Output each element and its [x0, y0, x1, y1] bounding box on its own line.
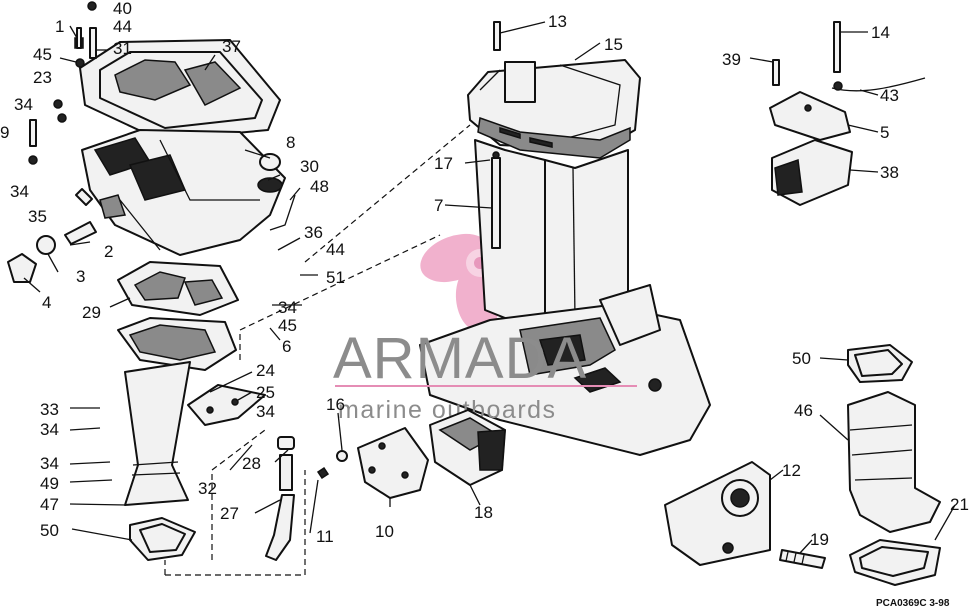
screw-19 — [779, 549, 826, 569]
callout-47: 47 — [40, 495, 59, 514]
callout-43: 43 — [880, 86, 899, 105]
callout-18: 18 — [474, 503, 493, 522]
watermark-rule — [335, 385, 637, 387]
callout-2: 2 — [104, 242, 113, 261]
callout-14: 14 — [871, 23, 890, 42]
callout-34: 34 — [278, 298, 297, 317]
anti-ventilation-plate-12 — [664, 461, 771, 566]
callout-27: 27 — [220, 504, 239, 523]
callout-11: 11 — [316, 527, 334, 546]
callout-1: 1 — [55, 17, 64, 36]
callout-45: 45 — [33, 45, 52, 64]
callout-17: 17 — [434, 154, 453, 173]
callout-25: 25 — [256, 383, 275, 402]
upper-right-parts — [769, 21, 926, 206]
callout-37: 37 — [222, 37, 241, 56]
callout-34: 34 — [40, 454, 59, 473]
callout-19: 19 — [810, 530, 829, 549]
exhaust-seal-18 — [429, 409, 506, 486]
callout-40: 40 — [113, 0, 132, 18]
callout-28: 28 — [242, 454, 261, 473]
cover-plate-10 — [357, 427, 429, 499]
callout-50: 50 — [792, 349, 811, 368]
water-hose-27 — [265, 436, 330, 561]
callout-30: 30 — [300, 157, 319, 176]
callout-10: 10 — [375, 522, 394, 541]
drawing-code: PCA0369C 3-98 — [876, 598, 950, 609]
bracket-25 — [187, 384, 266, 426]
top-gasket-plate — [79, 39, 281, 141]
callout-44: 44 — [113, 17, 132, 36]
left-hardware — [7, 1, 296, 283]
washer-16 — [336, 450, 348, 462]
plate-29 — [117, 261, 239, 316]
watermark-brand: ARMADA — [333, 326, 587, 391]
exhaust-tube — [117, 317, 237, 561]
callout-45: 45 — [278, 316, 297, 335]
callout-8: 8 — [286, 133, 295, 152]
callout-33: 34 — [40, 420, 59, 439]
callout-38: 38 — [880, 163, 899, 182]
callout-50: 50 — [40, 521, 59, 540]
exhaust-adapter — [81, 129, 286, 256]
callout-49: 49 — [40, 474, 59, 493]
callout-51: 51 — [326, 268, 345, 287]
callout-31: 31 — [113, 39, 132, 58]
callout-34: 34 — [14, 95, 33, 114]
callout-46: 46 — [794, 401, 813, 420]
callout-36: 36 — [304, 223, 323, 242]
callout-13: 13 — [548, 12, 567, 31]
callout-3: 3 — [76, 267, 85, 286]
callout-5: 5 — [880, 123, 889, 142]
callout-labels: 40 1 44 45 31 37 23 34 9 34 35 8 30 48 2… — [0, 0, 969, 549]
callout-6: 6 — [282, 337, 291, 356]
exhaust-pipe-46 — [847, 344, 941, 586]
callout-48: 48 — [310, 177, 329, 196]
callout-32: 32 — [198, 479, 217, 498]
callout-12: 12 — [782, 461, 801, 480]
callout-9: 9 — [0, 123, 9, 142]
callout-39: 39 — [722, 50, 741, 69]
callout-44: 44 — [326, 240, 345, 259]
assembly-leader-lines — [164, 124, 471, 576]
callout-15: 15 — [604, 35, 623, 54]
callout-23: 23 — [33, 68, 52, 87]
callout-16: 16 — [326, 395, 345, 414]
callout-34: 33 — [40, 400, 59, 419]
callout-29: 29 — [82, 303, 101, 322]
studs — [491, 21, 501, 249]
callout-7: 7 — [434, 196, 443, 215]
callout-21: 21 — [950, 495, 969, 514]
callout-24: 24 — [256, 361, 275, 380]
callout-leaders — [23, 21, 956, 554]
callout-35: 35 — [28, 207, 47, 226]
callout-34: 34 — [256, 402, 275, 421]
callout-4: 4 — [42, 293, 51, 312]
callout-34: 34 — [10, 182, 29, 201]
